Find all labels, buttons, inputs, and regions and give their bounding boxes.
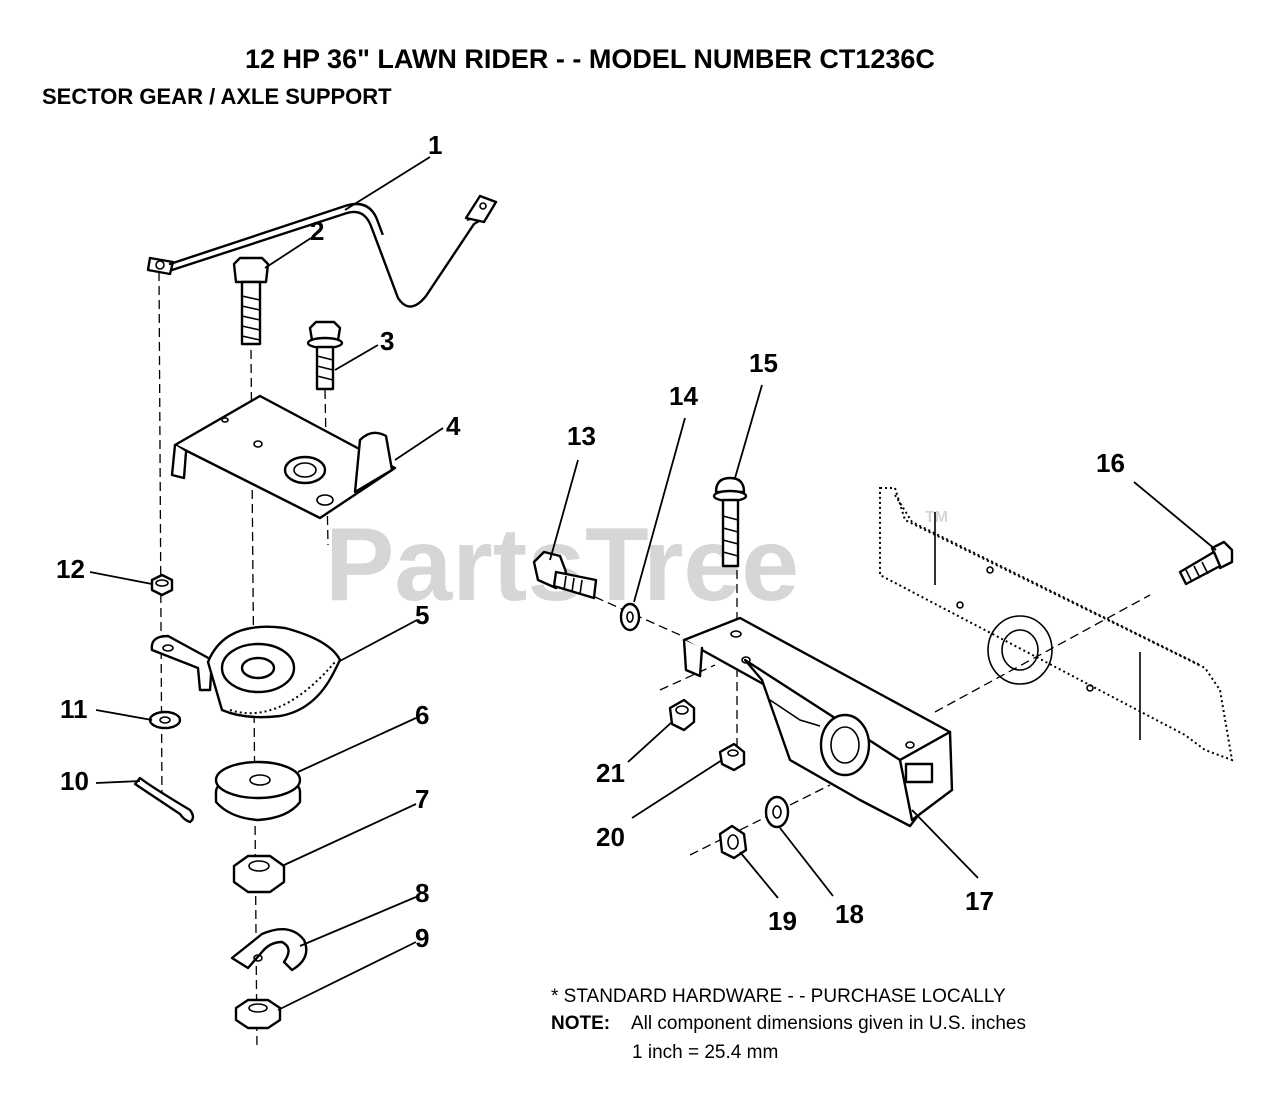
part-2-hex-bolt bbox=[232, 256, 270, 346]
callout-9: 9 bbox=[415, 923, 429, 953]
note-text: All component dimensions given in U.S. i… bbox=[631, 1013, 1026, 1034]
callout-15: 15 bbox=[749, 348, 778, 378]
part-8-clip bbox=[230, 928, 308, 972]
part-17-axle-support bbox=[682, 616, 954, 828]
callout-10: 10 bbox=[60, 766, 89, 796]
callout-13: 13 bbox=[567, 421, 596, 451]
callout-18: 18 bbox=[835, 899, 864, 929]
note-label: NOTE: bbox=[551, 1013, 610, 1034]
part-6-spacer bbox=[214, 760, 302, 822]
part-21-nut bbox=[668, 698, 696, 732]
part-1-steering-rod bbox=[146, 194, 498, 308]
callout-3: 3 bbox=[380, 326, 394, 356]
callout-12: 12 bbox=[56, 554, 85, 584]
part-12-nut bbox=[150, 573, 174, 597]
callout-11: 11 bbox=[60, 694, 88, 724]
callout-5: 5 bbox=[415, 600, 429, 630]
callout-4: 4 bbox=[446, 411, 461, 441]
part-9-hex-nut bbox=[234, 998, 282, 1030]
part-4-bracket bbox=[170, 394, 397, 520]
part-14-washer bbox=[619, 602, 641, 632]
callout-20: 20 bbox=[596, 822, 625, 852]
part-16-bolt bbox=[1178, 540, 1234, 586]
watermark-trademark: TM bbox=[925, 509, 948, 526]
part-19-nut bbox=[718, 824, 748, 860]
callout-16: 16 bbox=[1096, 448, 1125, 478]
callout-17: 17 bbox=[965, 886, 994, 916]
callout-6: 6 bbox=[415, 700, 429, 730]
leader-lines bbox=[89, 156, 1217, 1011]
callout-2: 2 bbox=[310, 216, 324, 246]
part-3-flange-bolt bbox=[306, 320, 344, 391]
callout-19: 19 bbox=[768, 906, 797, 936]
part-7-hex-nut bbox=[232, 854, 286, 894]
standard-hardware-note: * STANDARD HARDWARE - - PURCHASE LOCALLY bbox=[551, 986, 1006, 1007]
part-11-washer bbox=[148, 710, 182, 730]
part-15-carriage-bolt bbox=[712, 476, 748, 568]
part-20-nut bbox=[718, 742, 746, 772]
part-5-sector-gear bbox=[150, 625, 342, 719]
page-title: 12 HP 36" LAWN RIDER - - MODEL NUMBER CT… bbox=[245, 44, 935, 74]
conversion-note: 1 inch = 25.4 mm bbox=[632, 1042, 778, 1063]
part-10-cotter-pin bbox=[133, 776, 195, 824]
part-18-washer bbox=[764, 795, 790, 829]
callout-14: 14 bbox=[669, 381, 698, 411]
callout-21: 21 bbox=[596, 758, 625, 788]
frame-rail bbox=[879, 487, 1234, 762]
callout-7: 7 bbox=[415, 784, 429, 814]
part-13-hex-bolt bbox=[532, 550, 598, 600]
callout-1: 1 bbox=[428, 130, 442, 160]
callout-8: 8 bbox=[415, 878, 429, 908]
section-title: SECTOR GEAR / AXLE SUPPORT bbox=[42, 84, 392, 109]
